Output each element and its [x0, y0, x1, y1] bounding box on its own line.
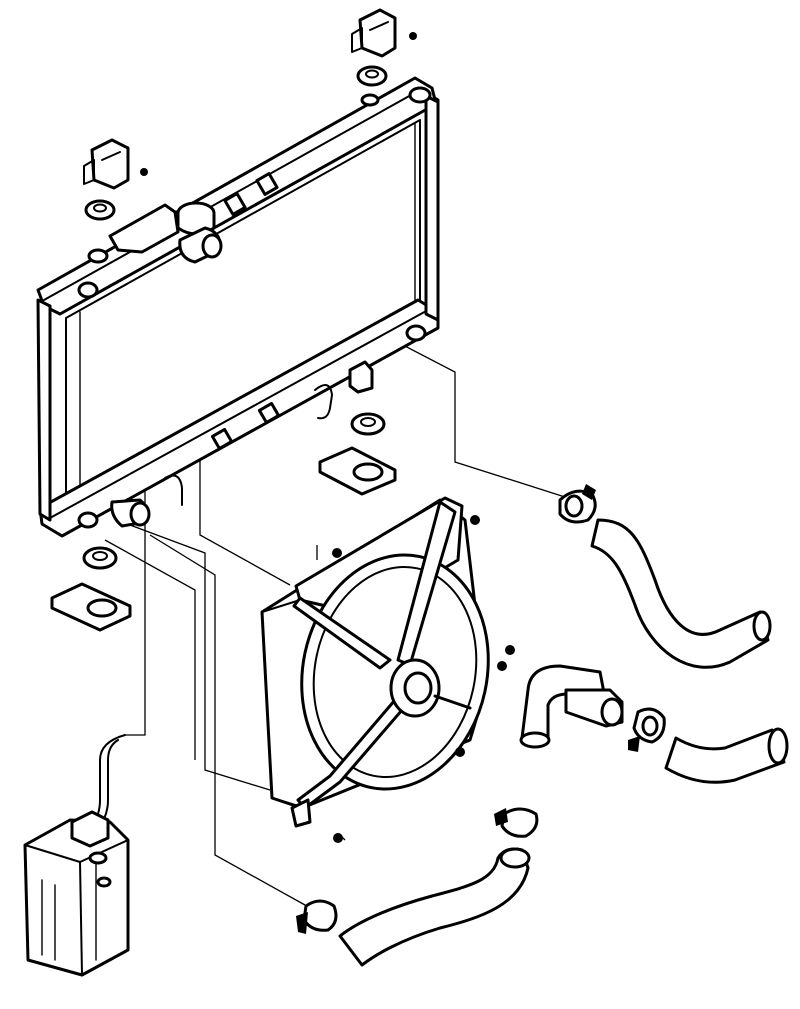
hose-clamp-icon: [500, 807, 539, 838]
bolt-icon: [332, 548, 342, 558]
lower-mount-right: [318, 412, 397, 496]
radiator: [36, 76, 440, 538]
bolt-icon: [470, 515, 480, 525]
lower-mount-left: [50, 546, 132, 632]
lower-radiator-hose: [296, 807, 539, 967]
upper-radiator-hose: [558, 484, 772, 669]
coolant-bypass-pipe: [519, 664, 666, 752]
heater-hose: [664, 727, 789, 784]
oil-cooler-tube-upper: [314, 384, 333, 420]
hose-clamp-icon: [302, 899, 338, 932]
coolant-reservoir-tank: [23, 734, 130, 977]
oil-cooler-tube-lower: [164, 474, 183, 506]
cooling-fan-shroud: [260, 496, 515, 843]
bolt-icon: [497, 661, 507, 671]
bolt-icon: [455, 747, 465, 757]
bolt-icon: [505, 645, 515, 655]
mount-boss-bottom-left: [77, 511, 99, 529]
mount-boss-bottom-right: [405, 324, 427, 342]
mount-boss-top-left: [77, 281, 99, 299]
bolt-icon: [333, 833, 343, 843]
upper-mount-bracket-left: [83, 138, 148, 264]
upper-mount-bracket-right: [351, 8, 417, 107]
mount-boss-top-right: [408, 86, 432, 104]
drain-bracket: [348, 360, 374, 394]
filler-neck: [108, 203, 180, 254]
